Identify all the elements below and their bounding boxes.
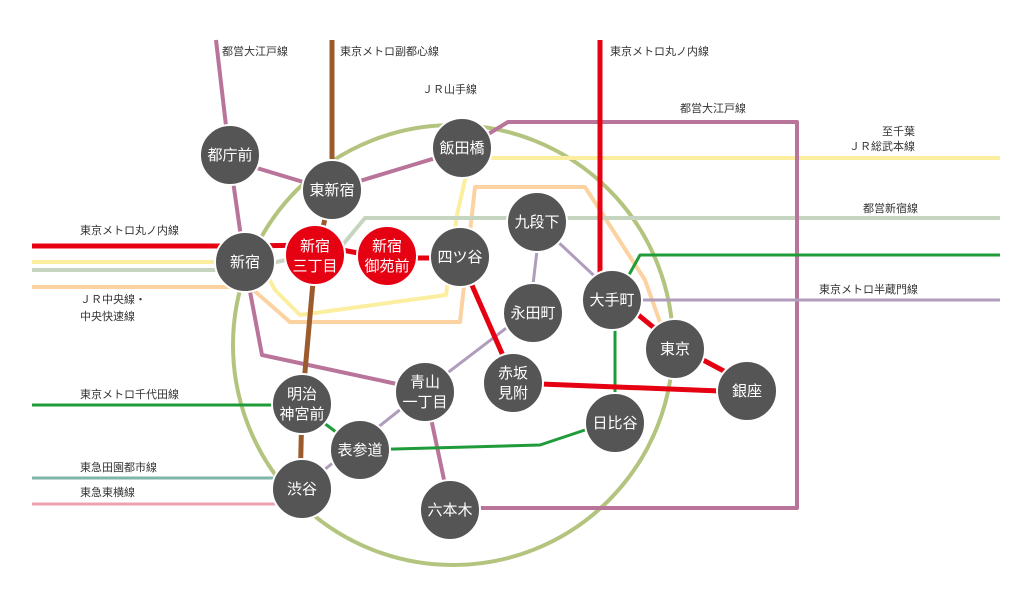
svg-text:永田町: 永田町 xyxy=(510,304,555,322)
svg-text:表参道: 表参道 xyxy=(337,441,382,459)
label-toyoko: 東急東横線 xyxy=(80,485,135,499)
station-akasaka-mitsuke[interactable]: 赤坂 見附 xyxy=(482,352,544,414)
svg-text:東新宿: 東新宿 xyxy=(309,181,354,199)
svg-text:四ツ谷: 四ツ谷 xyxy=(437,248,482,266)
svg-text:東京: 東京 xyxy=(660,340,690,358)
svg-text:飯田橋: 飯田橋 xyxy=(439,139,484,157)
station-meiji-jingumae[interactable]: 明治 神宮前 xyxy=(271,373,333,435)
station-nagatacho[interactable]: 永田町 xyxy=(502,282,564,344)
svg-text:九段下: 九段下 xyxy=(514,213,559,231)
svg-text:一丁目: 一丁目 xyxy=(402,393,447,411)
station-kudanshita[interactable]: 九段下 xyxy=(506,191,568,253)
station-aoyama-itchome[interactable]: 青山 一丁目 xyxy=(394,361,456,423)
station-omotesando[interactable]: 表参道 xyxy=(329,419,391,481)
svg-text:三丁目: 三丁目 xyxy=(292,257,337,275)
station-otemachi[interactable]: 大手町 xyxy=(581,269,643,331)
station-tokyo[interactable]: 東京 xyxy=(644,318,706,380)
label-den-en-toshi: 東急田園都市線 xyxy=(80,460,157,474)
svg-text:新宿: 新宿 xyxy=(372,237,402,255)
svg-text:新宿: 新宿 xyxy=(300,237,330,255)
svg-text:御苑前: 御苑前 xyxy=(364,257,409,275)
svg-text:新宿: 新宿 xyxy=(230,253,260,271)
svg-text:青山: 青山 xyxy=(410,373,440,391)
marunouchi-line xyxy=(32,40,753,394)
svg-text:神宮前: 神宮前 xyxy=(279,405,324,423)
svg-text:都庁前: 都庁前 xyxy=(207,146,252,164)
label-sobu-2: ＪＲ総武本線 xyxy=(849,139,915,153)
svg-text:明治: 明治 xyxy=(287,385,317,403)
station-hibiya[interactable]: 日比谷 xyxy=(584,392,646,454)
station-iidabashi[interactable]: 飯田橋 xyxy=(431,117,493,179)
label-oedo-right: 都営大江戸線 xyxy=(680,101,746,115)
station-shinjuku[interactable]: 新宿 xyxy=(214,231,276,293)
station-shinjuku-sanchome[interactable]: 新宿 三丁目 xyxy=(284,224,346,286)
svg-text:赤坂: 赤坂 xyxy=(498,364,528,382)
station-shinjuku-gyoenmae[interactable]: 新宿 御苑前 xyxy=(356,225,418,287)
svg-text:大手町: 大手町 xyxy=(589,291,634,309)
svg-text:見附: 見附 xyxy=(498,384,528,402)
label-chiyoda: 東京メトロ千代田線 xyxy=(80,387,179,401)
svg-text:渋谷: 渋谷 xyxy=(287,480,317,498)
svg-text:銀座: 銀座 xyxy=(732,382,762,400)
svg-text:六本木: 六本木 xyxy=(427,501,472,519)
label-sobu-1: 至千葉 xyxy=(882,124,915,138)
label-marunouchi-top: 東京メトロ丸ノ内線 xyxy=(610,44,709,58)
station-roppongi[interactable]: 六本木 xyxy=(419,479,481,541)
label-yamanote: ＪＲ山手線 xyxy=(422,82,477,96)
label-chuo-2: 中央快速線 xyxy=(80,309,135,323)
station-ginza[interactable]: 銀座 xyxy=(716,360,778,422)
station-tochomae[interactable]: 都庁前 xyxy=(199,124,261,186)
label-fukutoshin: 東京メトロ副都心線 xyxy=(340,44,439,58)
station-yotsuya[interactable]: 四ツ谷 xyxy=(429,226,491,288)
label-oedo-top: 都営大江戸線 xyxy=(222,44,288,58)
label-shinjuku-line: 都営新宿線 xyxy=(863,201,918,215)
label-hanzomon: 東京メトロ半蔵門線 xyxy=(819,282,918,296)
label-marunouchi-left: 東京メトロ丸ノ内線 xyxy=(80,223,179,237)
station-shibuya[interactable]: 渋谷 xyxy=(271,458,333,520)
station-higashi-shinjuku[interactable]: 東新宿 xyxy=(301,159,363,221)
svg-text:日比谷: 日比谷 xyxy=(592,414,637,432)
label-chuo-1: ＪＲ中央線・ xyxy=(80,292,146,306)
